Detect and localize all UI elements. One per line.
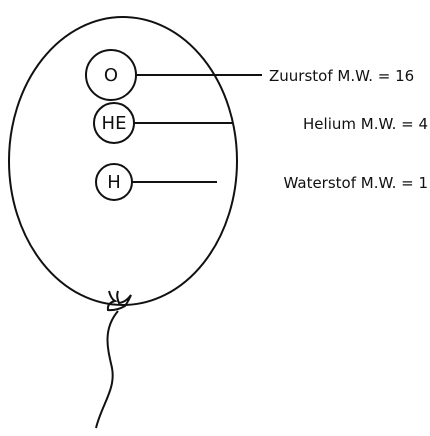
atom-symbol-oxygen: O	[104, 65, 118, 86]
label-helium: Helium M.W. = 4	[303, 115, 428, 133]
balloon-string	[95, 310, 119, 429]
balloon-knot	[106, 290, 132, 312]
atom-oxygen: O Zuurstof M.W. = 16	[85, 49, 414, 101]
label-hydrogen: Waterstof M.W. = 1	[284, 174, 429, 192]
label-oxygen: Zuurstof M.W. = 16	[269, 67, 414, 85]
atom-helium: HE Helium M.W. = 4	[93, 102, 428, 144]
atom-symbol-helium: HE	[102, 113, 127, 134]
atom-symbol-hydrogen: H	[107, 172, 121, 193]
balloon-outline	[8, 16, 238, 306]
atom-hydrogen: H Waterstof M.W. = 1	[95, 163, 429, 201]
